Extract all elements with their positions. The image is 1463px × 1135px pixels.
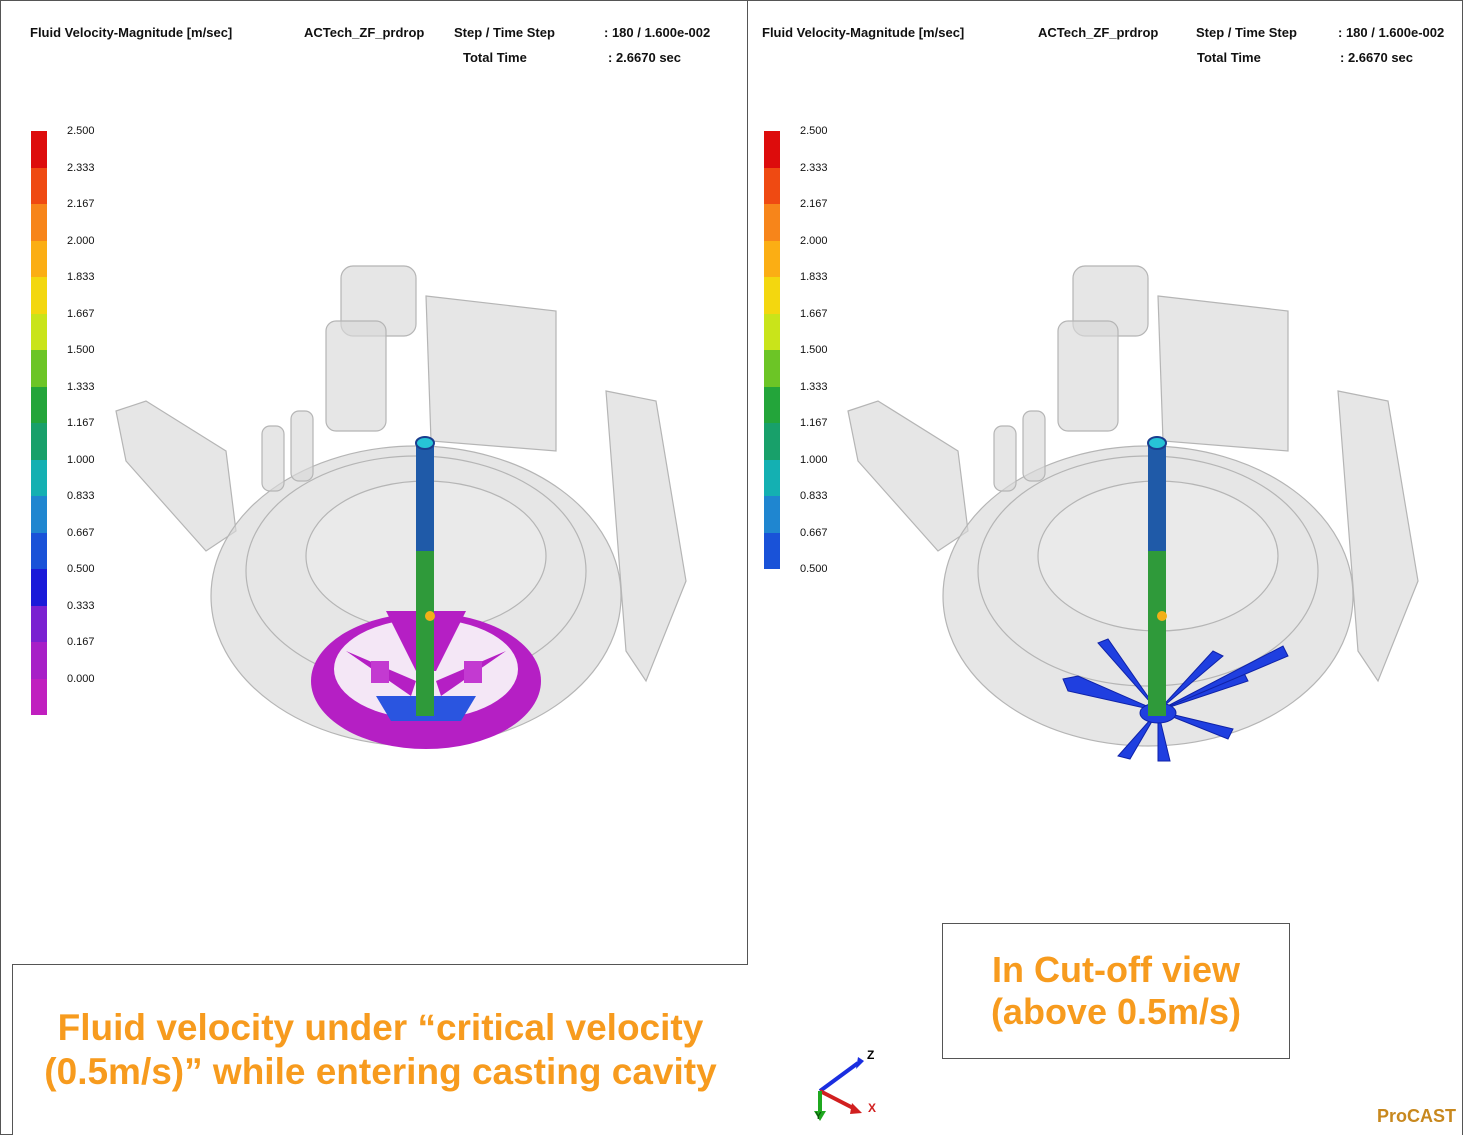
legend-tick-label: 1.500 <box>800 344 828 356</box>
legend-tick-label: 1.833 <box>800 271 828 283</box>
legend-tick-label: 0.167 <box>67 636 95 648</box>
axis-x-label: X <box>868 1101 876 1115</box>
legend-tick-label: 2.333 <box>67 161 95 174</box>
total-time-value: : 2.6670 sec <box>608 50 682 65</box>
legend-color-bar <box>31 131 47 715</box>
left-viewport[interactable]: Fluid Velocity-Magnitude [m/sec] ACTech_… <box>0 0 748 1135</box>
legend-tick-label: 1.000 <box>67 453 95 466</box>
legend-swatch <box>31 350 47 387</box>
legend-swatch <box>31 423 47 460</box>
legend-swatch <box>764 240 780 277</box>
field-label: Fluid Velocity-Magnitude [m/sec] <box>30 25 233 40</box>
legend-tick-label: 2.000 <box>800 234 828 247</box>
legend-swatch <box>31 678 47 715</box>
legend-swatch <box>764 204 780 241</box>
procast-logo: ProCAST <box>1376 1106 1456 1126</box>
legend-swatch <box>31 532 47 569</box>
right-caption: In Cut-off view (above 0.5m/s) <box>942 923 1290 1059</box>
legend-tick-label: 0.500 <box>67 563 95 575</box>
left-caption: Fluid velocity under “critical velocity … <box>12 964 748 1135</box>
legend-tick-label: 2.333 <box>800 161 828 174</box>
legend-swatch <box>764 350 780 387</box>
step-value: : 180 / 1.600e-002 <box>1338 25 1445 40</box>
legend-tick-label: 1.333 <box>67 380 95 393</box>
legend-swatch <box>31 313 47 350</box>
legend-tick-label: 2.000 <box>67 234 95 247</box>
legend-swatch <box>764 313 780 350</box>
total-time-value: : 2.6670 sec <box>1340 50 1414 65</box>
legend-swatch <box>31 459 47 496</box>
legend-swatch <box>764 532 780 569</box>
legend-tick-label: 1.167 <box>67 417 95 429</box>
total-time-label: Total Time <box>1197 50 1261 65</box>
axis-triad-icon: Z X Y <box>814 1048 876 1121</box>
legend-tick-label: 0.833 <box>800 490 828 502</box>
legend-swatch <box>31 386 47 423</box>
legend-swatch <box>764 459 780 496</box>
step-label: Step / Time Step <box>1196 25 1297 40</box>
legend-tick-label: 2.500 <box>67 125 95 137</box>
legend-swatch <box>31 240 47 277</box>
legend-tick-label: 1.667 <box>67 307 95 320</box>
legend-tick-label: 0.000 <box>67 672 95 685</box>
legend-tick-label: 0.500 <box>800 563 828 575</box>
step-value: : 180 / 1.600e-002 <box>604 25 711 40</box>
legend-tick-label: 0.333 <box>67 599 95 612</box>
legend-tick-label: 1.667 <box>800 307 828 320</box>
legend-tick-label: 0.833 <box>67 490 95 502</box>
legend-tick-label: 0.667 <box>67 526 95 539</box>
field-label: Fluid Velocity-Magnitude [m/sec] <box>762 25 965 40</box>
legend-swatch <box>31 496 47 533</box>
legend-swatch <box>764 386 780 423</box>
project-name: ACTech_ZF_prdrop <box>304 25 425 40</box>
legend-tick-label: 1.000 <box>800 453 828 466</box>
legend-swatch <box>31 605 47 642</box>
legend-swatch <box>764 167 780 204</box>
legend-swatch <box>764 277 780 314</box>
legend-tick-label: 2.167 <box>800 198 828 210</box>
legend-swatch <box>31 277 47 314</box>
total-time-label: Total Time <box>463 50 527 65</box>
legend-swatch <box>31 167 47 204</box>
legend-swatch <box>31 569 47 606</box>
legend-tick-label: 2.167 <box>67 198 95 210</box>
step-label: Step / Time Step <box>454 25 555 40</box>
legend-swatch <box>764 131 780 168</box>
legend-tick-label: 1.833 <box>67 271 95 283</box>
legend-swatch <box>31 131 47 168</box>
casting-model-view <box>115 265 687 749</box>
legend-tick-label: 1.333 <box>800 380 828 393</box>
legend-color-bar <box>764 131 780 569</box>
axis-y-label: Y <box>815 1111 822 1121</box>
legend-tick-label: 2.500 <box>800 125 828 137</box>
legend-swatch <box>764 423 780 460</box>
cutoff-model-view <box>847 265 1419 762</box>
legend-tick-label: 1.500 <box>67 344 95 356</box>
legend-swatch <box>31 204 47 241</box>
project-name: ACTech_ZF_prdrop <box>1038 25 1159 40</box>
legend-tick-label: 0.667 <box>800 526 828 539</box>
axis-z-label: Z <box>867 1048 874 1062</box>
legend-swatch <box>31 642 47 679</box>
legend-tick-label: 1.167 <box>800 417 828 429</box>
legend-swatch <box>764 496 780 533</box>
